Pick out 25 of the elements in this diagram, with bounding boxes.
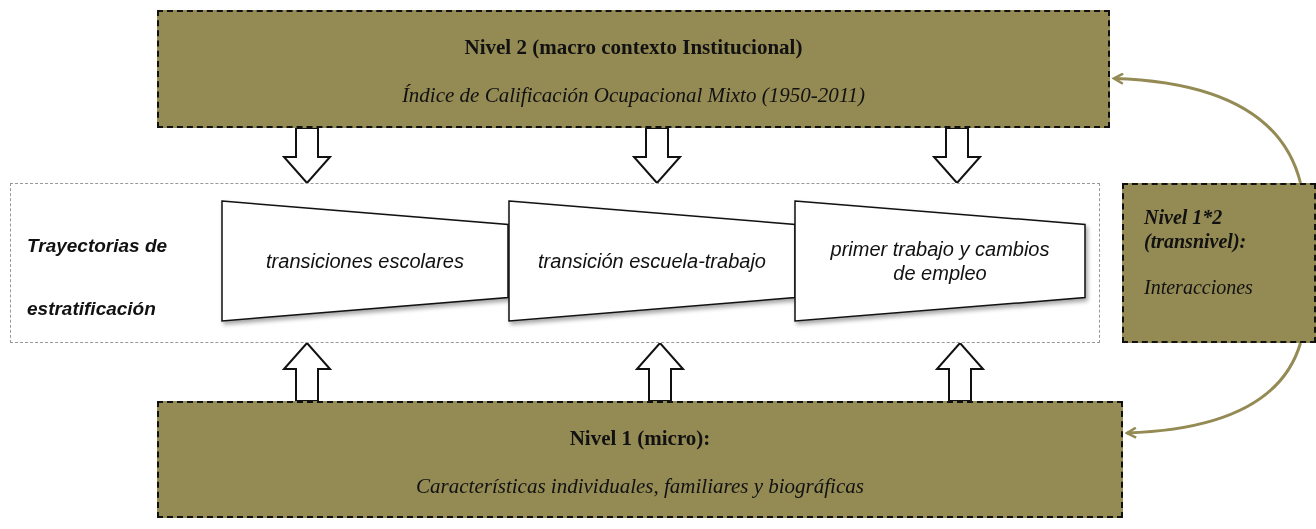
curved-arrow xyxy=(1112,72,1302,184)
stage-label: transición escuela-trabajo xyxy=(537,249,767,273)
level-heading: Nivel 2 (macro contexto Institucional) xyxy=(464,34,803,60)
level-box xyxy=(157,10,1110,128)
block-arrow xyxy=(934,341,986,402)
block-arrow xyxy=(281,127,333,185)
level-box xyxy=(1122,183,1316,343)
curved-arrow xyxy=(1125,342,1302,439)
level-description: Interacciones xyxy=(1144,275,1254,299)
level-description: Características individuales, familiares y biográficas xyxy=(416,473,864,499)
stage-trapezoid xyxy=(508,200,796,322)
block-arrow xyxy=(634,341,686,402)
level-description: Índice de Calificación Ocupacional Mixto (1950-2011) xyxy=(401,82,866,108)
trajectory-panel xyxy=(10,183,1100,343)
stage-label: primer trabajo y cambios de empleo xyxy=(829,237,1051,285)
level-heading: Nivel 1 (micro): xyxy=(569,425,711,451)
stage-label: transiciones escolares xyxy=(265,249,465,273)
block-arrow xyxy=(931,127,983,185)
level-heading: Nivel 1*2 (transnivel): xyxy=(1144,205,1248,253)
block-arrow xyxy=(631,127,683,185)
block-arrow xyxy=(281,341,333,402)
stage-trapezoid xyxy=(221,200,509,322)
level-box xyxy=(157,401,1123,518)
stage-trapezoid xyxy=(794,200,1086,322)
panel-heading: Trayectorias de estratificación xyxy=(27,234,169,321)
